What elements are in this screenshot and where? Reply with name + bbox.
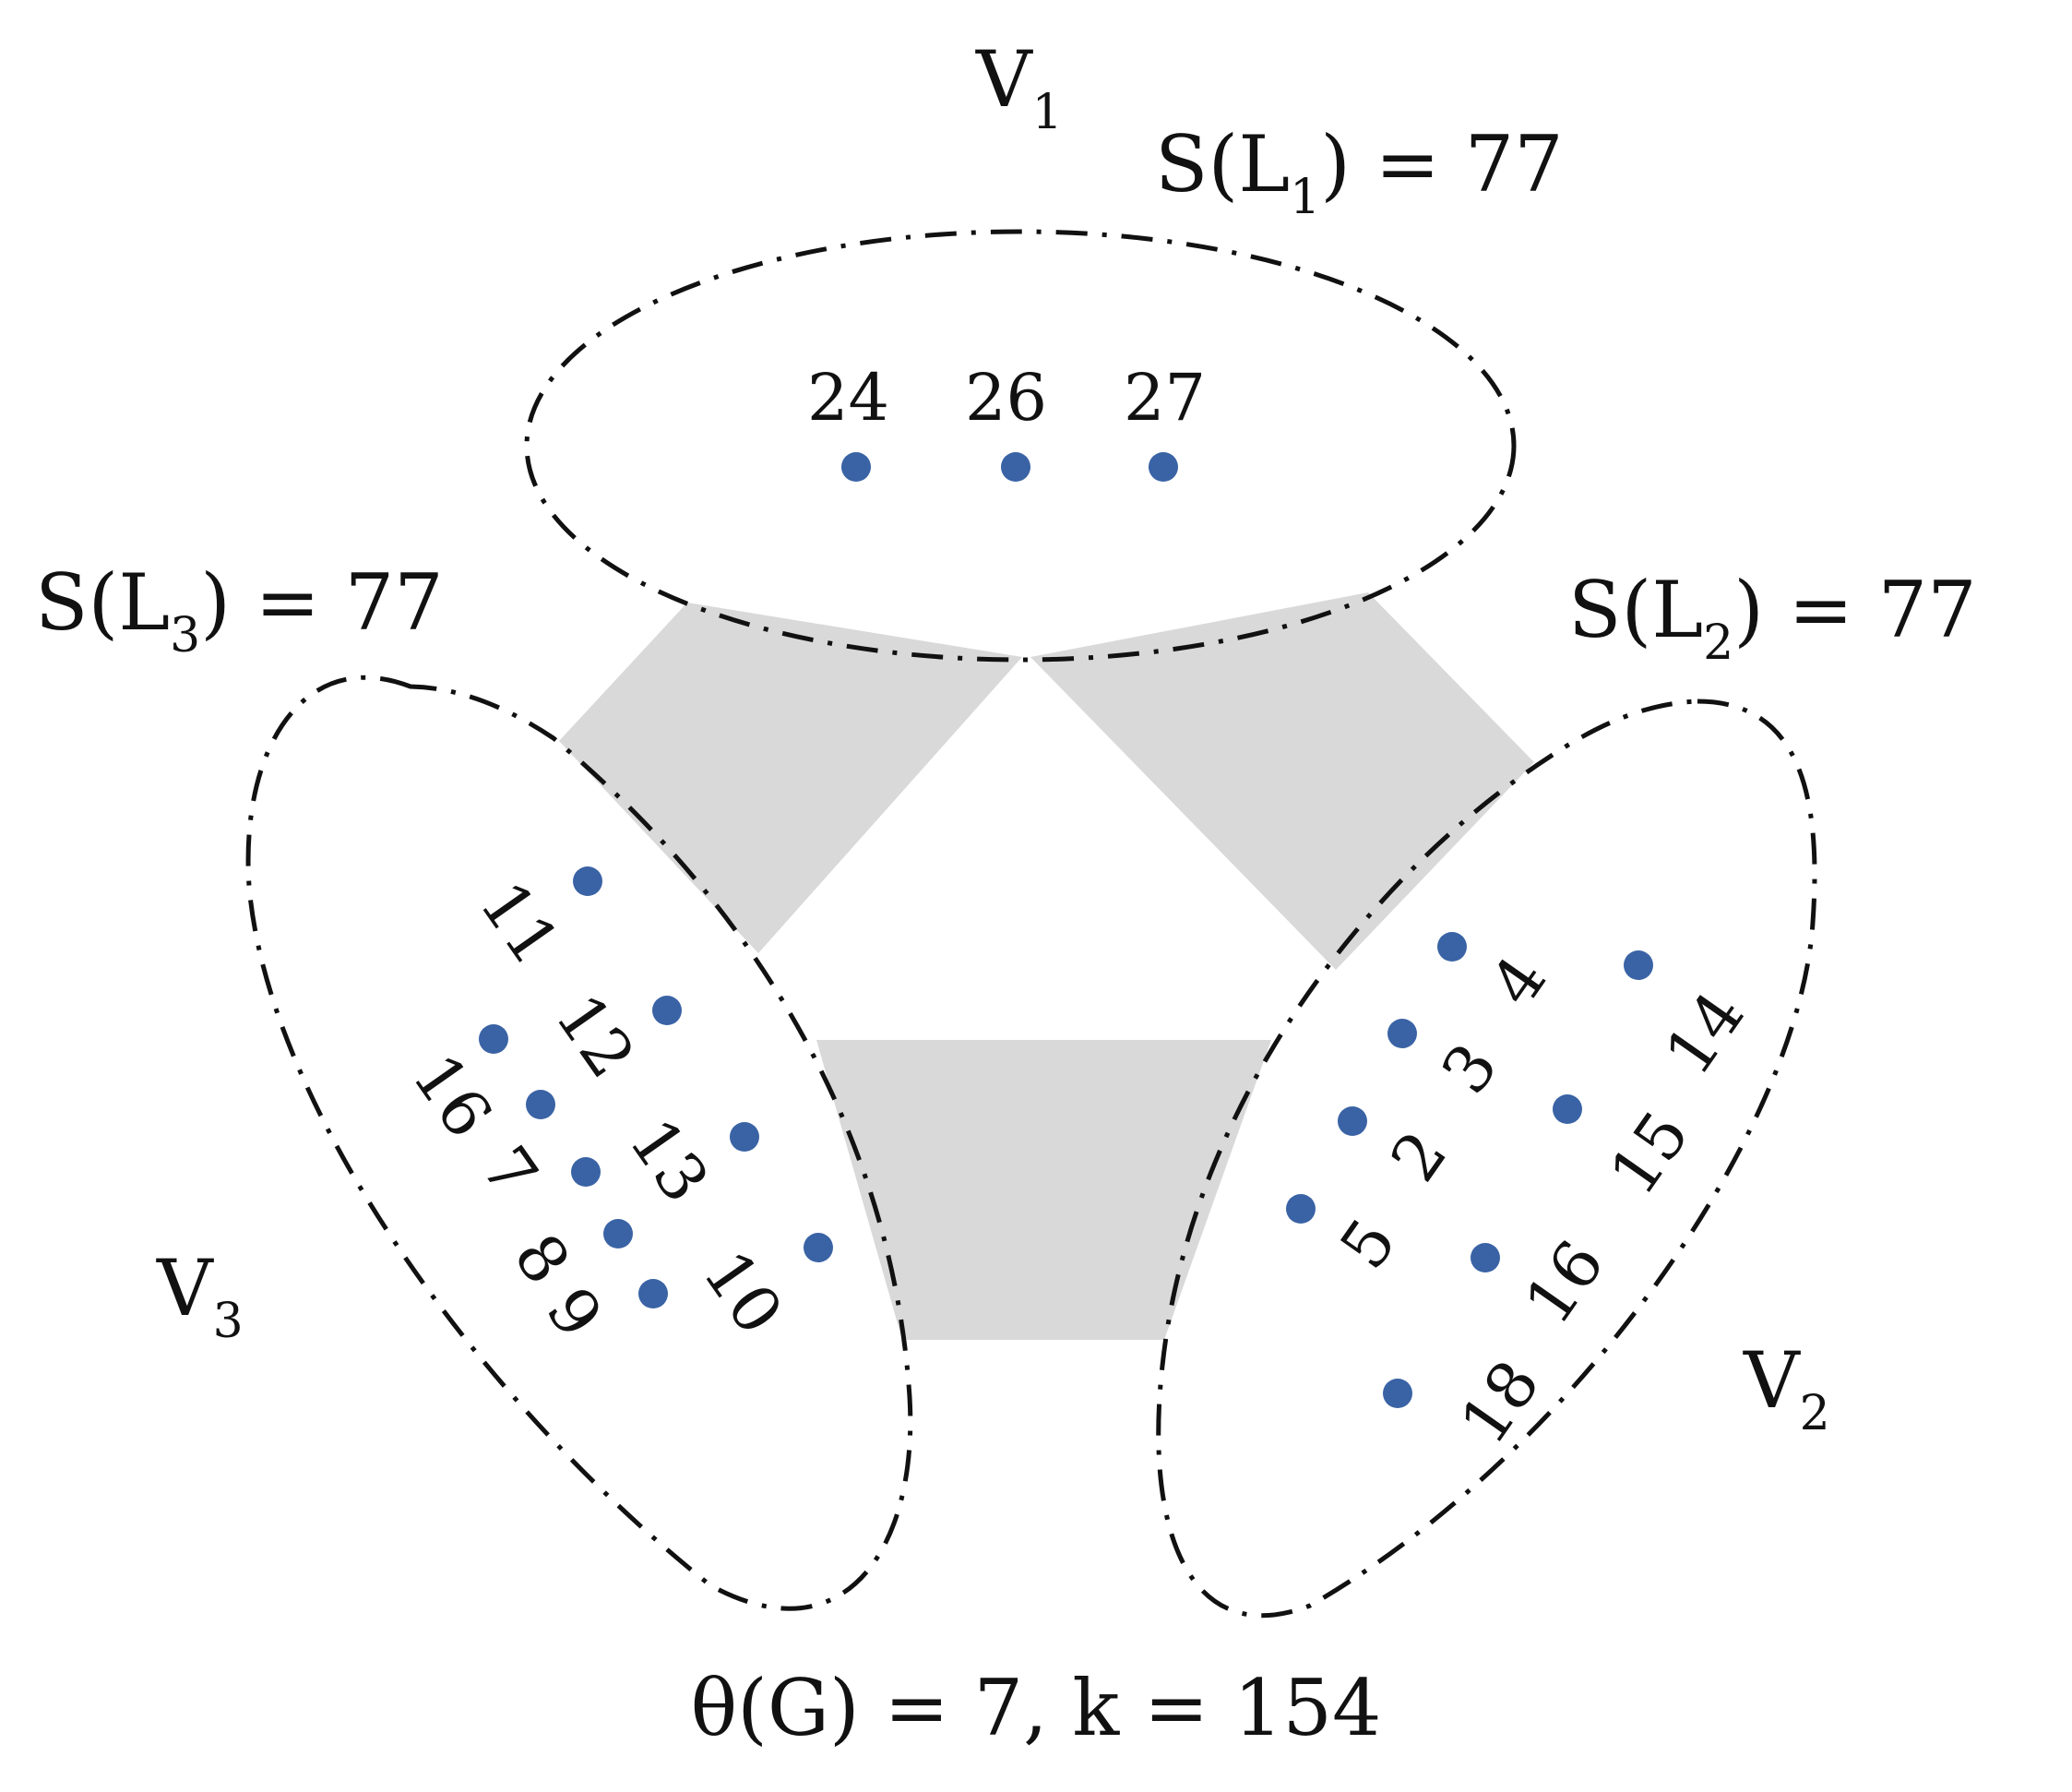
vertex-2: [1338, 1106, 1367, 1136]
vertex-v3-g: [603, 1219, 633, 1248]
vertex-label-27: 27: [1124, 360, 1206, 436]
vertex-label-5: 5: [1326, 1205, 1411, 1283]
vertex-label-7: 7: [467, 1133, 553, 1211]
layer-sum-l1: S(L1) = 77: [1155, 119, 1564, 225]
vertex-label-18: 18: [1446, 1347, 1554, 1458]
vertex-18: [1383, 1379, 1412, 1408]
vertex-3: [1387, 1019, 1417, 1048]
vertex-v3-b: [652, 996, 682, 1025]
vertex-v3-a: [573, 866, 602, 896]
vertex-v3-e: [730, 1122, 759, 1152]
vertex-label-26: 26: [965, 360, 1047, 436]
vertex-v3-d: [526, 1090, 555, 1119]
vertex-15: [1553, 1094, 1582, 1124]
vertex-label-13: 13: [614, 1105, 723, 1216]
vertex-26: [1001, 452, 1030, 482]
partition-v2-label: V2: [1743, 1335, 1830, 1441]
layer-sum-l2: S(L2) = 77: [1568, 565, 1977, 671]
vertex-label-2: 2: [1376, 1117, 1462, 1195]
vertex-label-12: 12: [541, 981, 649, 1092]
vertex-v3-c: [479, 1024, 508, 1054]
vertex-label-16-v2: 16: [1510, 1227, 1619, 1338]
vertex-4: [1437, 932, 1467, 962]
partition-v1-subscript: 1: [1032, 85, 1063, 140]
caption: θ(G) = 7, k = 154: [691, 1663, 1382, 1753]
vertex-label-24: 24: [807, 360, 889, 436]
edge-region-v1-v3: [559, 603, 1022, 953]
vertex-v3-f: [571, 1157, 601, 1187]
partition-v2-outline: [1156, 699, 1817, 1619]
partition-v3-label: V3: [156, 1243, 244, 1349]
edge-region-v2-v3: [816, 1040, 1271, 1340]
vertex-label-11: 11: [465, 868, 574, 979]
vertex-16: [1471, 1243, 1500, 1272]
partition-v1-label: V1: [975, 34, 1063, 140]
partition-v1-outline: [524, 229, 1517, 663]
partition-v3-outline: [245, 675, 913, 1611]
vertex-label-3: 3: [1427, 1030, 1513, 1107]
vertex-27: [1149, 452, 1178, 482]
vertex-v3-h: [804, 1233, 833, 1262]
vertex-label-9: 9: [531, 1274, 617, 1352]
edge-region-v1-v2: [1030, 592, 1534, 970]
vertex-14: [1624, 950, 1653, 980]
vertex-label-4: 4: [1476, 942, 1562, 1020]
vertex-24: [841, 452, 871, 482]
vertex-label-8: 8: [499, 1221, 585, 1298]
partition-v3-subscript: 3: [213, 1294, 244, 1349]
vertex-label-16-v3: 16: [398, 1041, 506, 1152]
vertex-5: [1286, 1194, 1316, 1224]
partition-v2-subscript: 2: [1800, 1386, 1830, 1441]
vertex-label-14: 14: [1650, 978, 1759, 1089]
vertex-label-10: 10: [688, 1237, 797, 1348]
layer-sum-l3: S(L3) = 77: [35, 557, 444, 663]
vertex-v3-i: [638, 1279, 668, 1308]
vertex-label-15: 15: [1595, 1098, 1704, 1209]
